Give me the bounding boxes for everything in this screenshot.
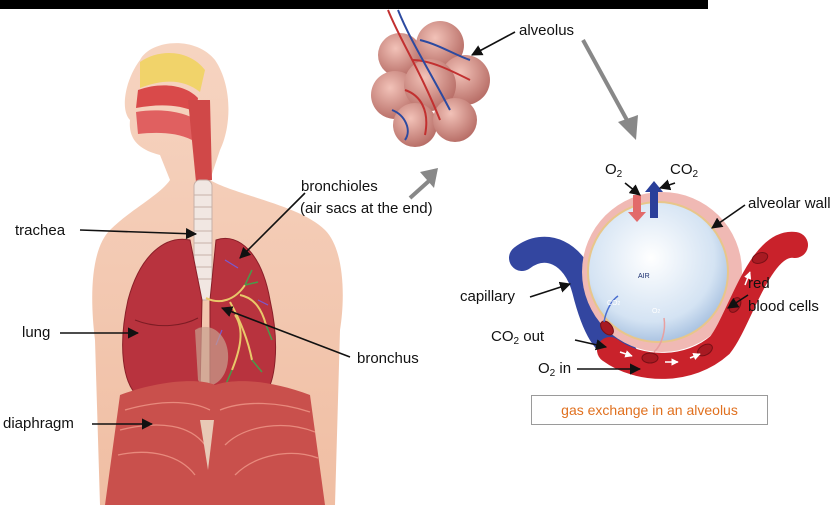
caption-gas-exchange: gas exchange in an alveolus <box>532 402 767 418</box>
label-red: red <box>748 275 770 293</box>
label-o2-in: O2 in <box>538 360 571 383</box>
label-co2-out: CO2 out <box>491 328 544 351</box>
label-co2: CO2 <box>670 161 698 184</box>
label-inner-o2: O2 <box>652 308 660 315</box>
caption-box: gas exchange in an alveolus <box>531 395 768 425</box>
label-bronchioles: bronchioles <box>301 178 378 196</box>
alveolus-cluster <box>371 10 490 147</box>
label-o2: O2 <box>605 161 622 184</box>
label-air: AIR <box>638 273 650 280</box>
label-diaphragm: diaphragm <box>3 415 74 433</box>
air-sphere <box>588 202 728 342</box>
label-trachea: trachea <box>15 222 65 240</box>
label-air-sacs: (air sacs at the end) <box>300 200 433 218</box>
label-alveolar-wall: alveolar wall <box>748 195 831 213</box>
label-lung: lung <box>22 324 50 342</box>
label-inner-co2: CO2 <box>607 300 620 307</box>
label-capillary: capillary <box>460 288 515 306</box>
human-torso <box>92 43 343 505</box>
label-blood-cells: blood cells <box>748 298 819 316</box>
diaphragm-shape <box>105 381 325 505</box>
top-bar <box>0 0 708 9</box>
label-bronchus: bronchus <box>357 350 419 368</box>
label-alveolus: alveolus <box>519 22 574 40</box>
